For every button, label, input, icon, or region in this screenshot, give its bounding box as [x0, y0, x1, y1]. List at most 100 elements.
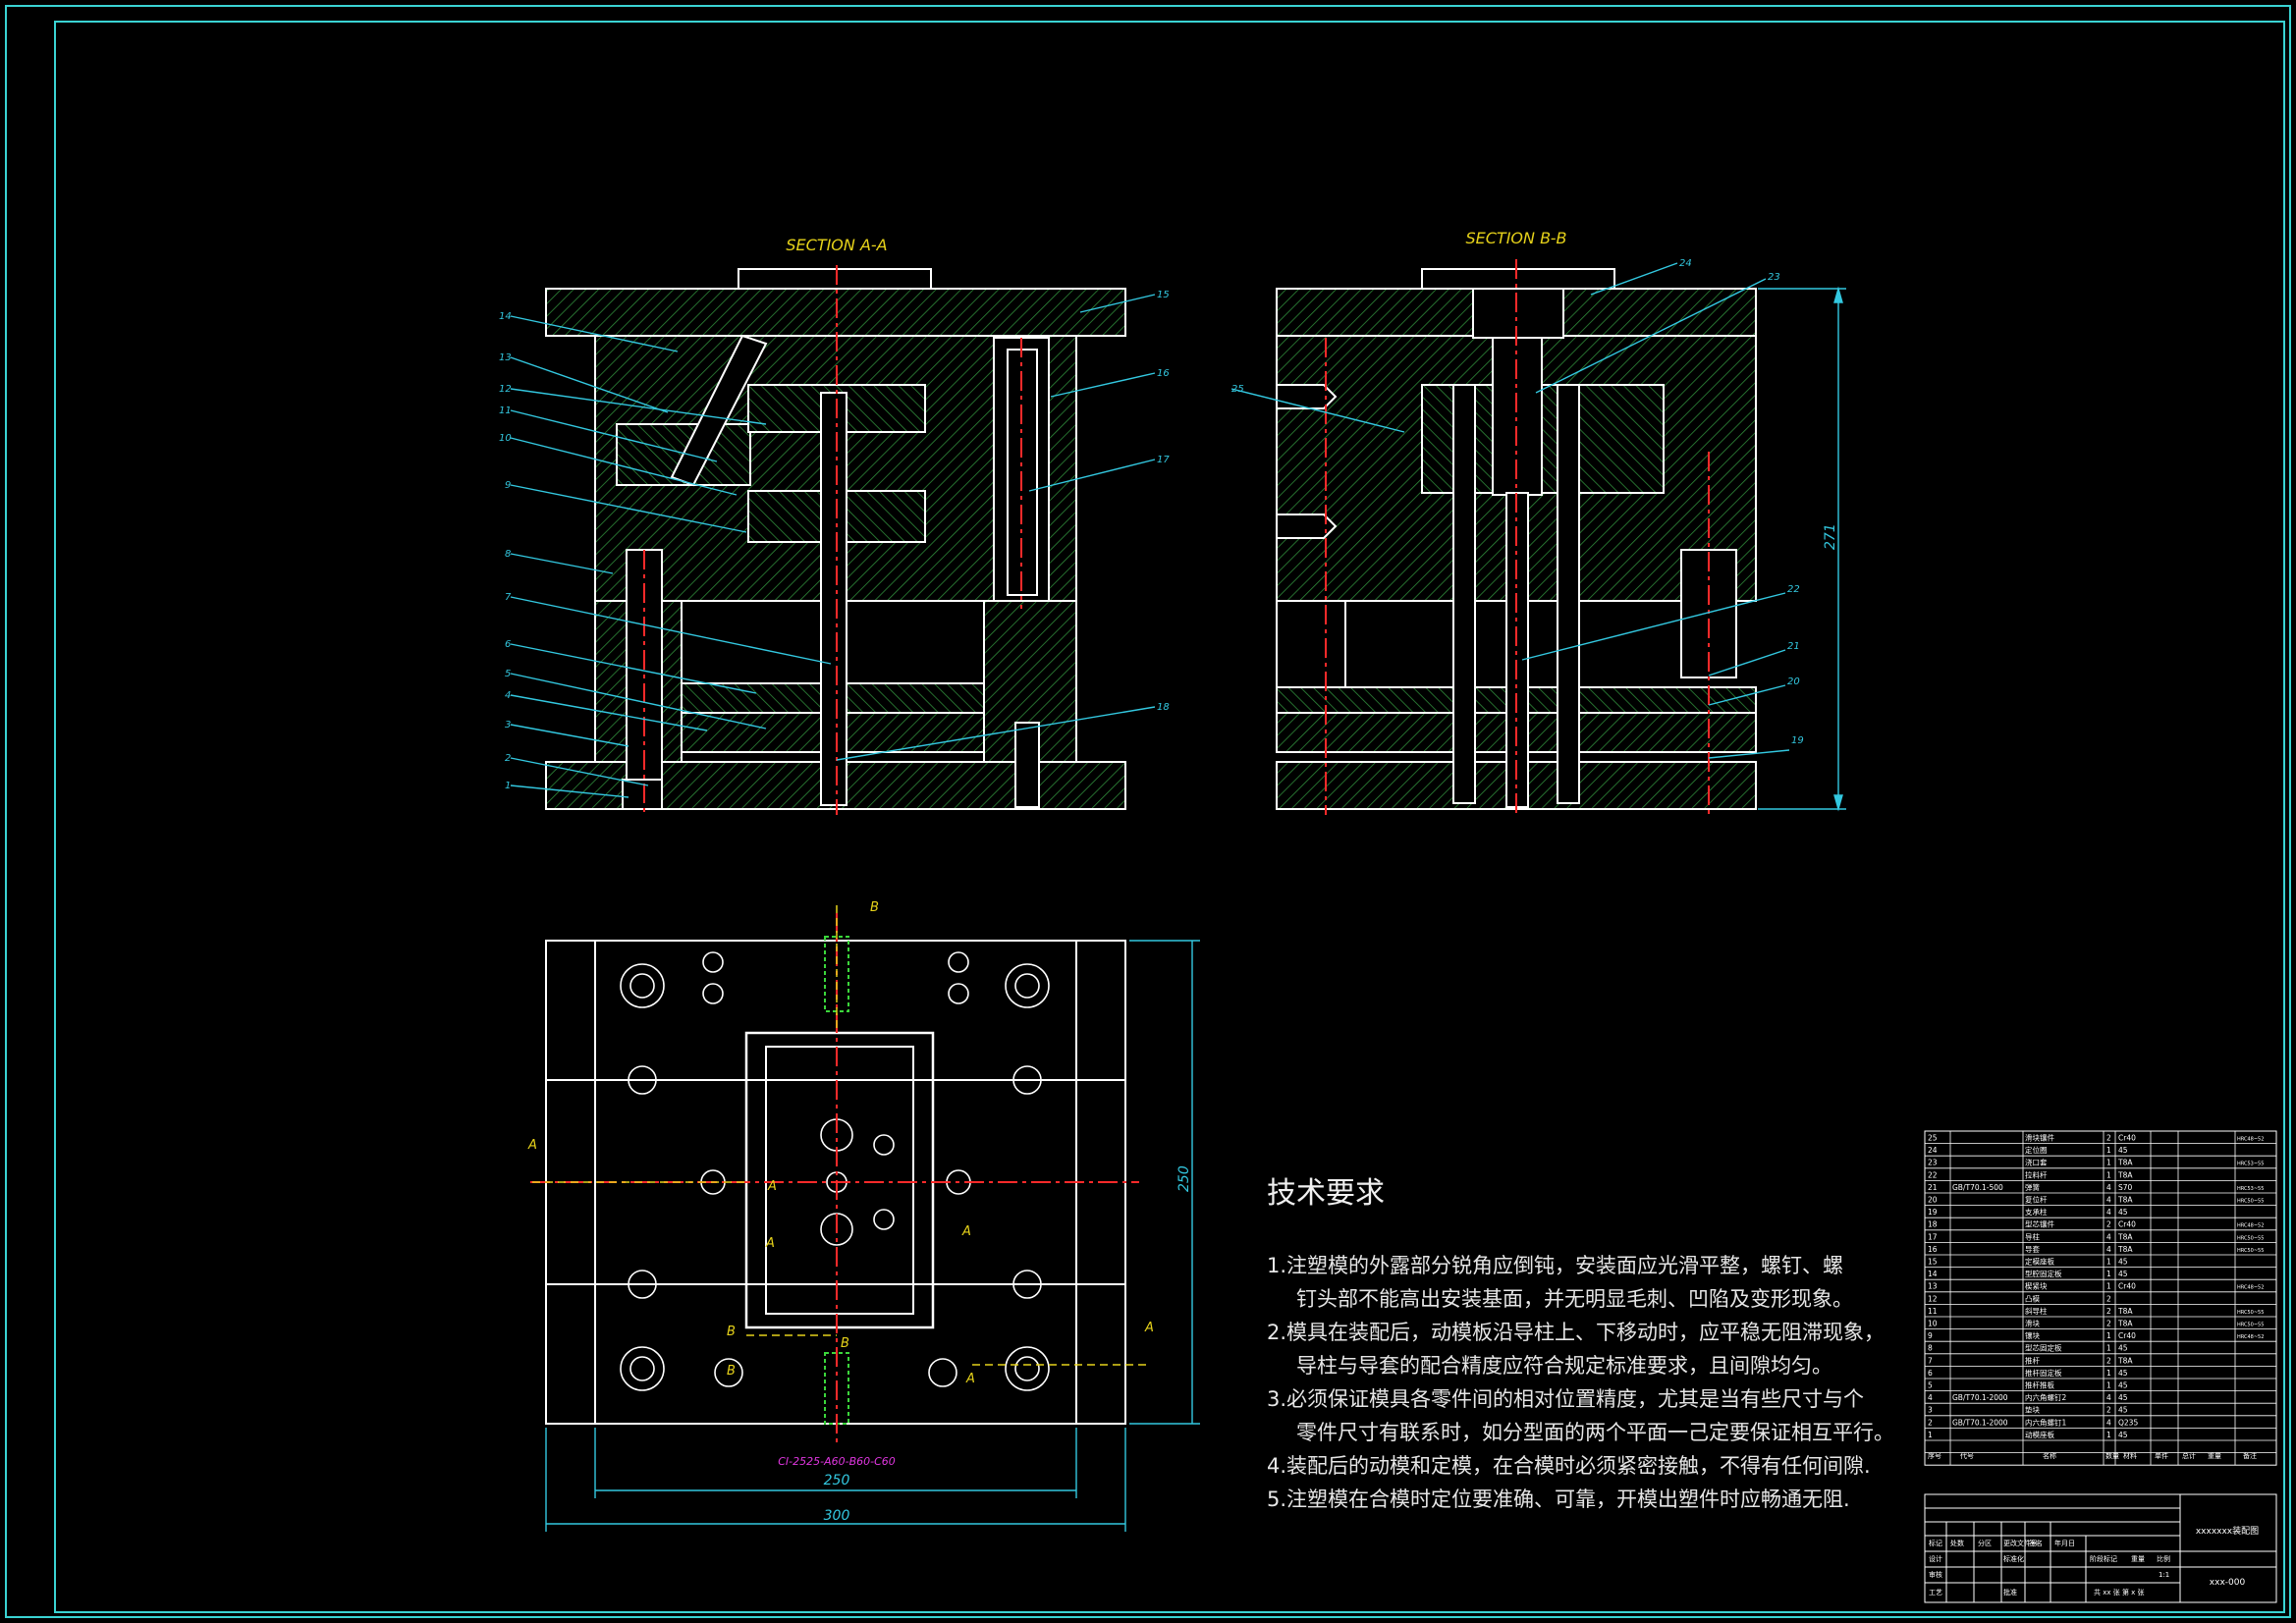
tb-change-doc: 更改文件号	[2003, 1539, 2038, 1547]
tb-count: 处数	[1950, 1539, 1964, 1547]
tb-zone: 分区	[1978, 1539, 1992, 1547]
bom-cell-mat: T8A	[2117, 1320, 2133, 1328]
tb-ratio: 比例	[2157, 1554, 2170, 1563]
section-mark: A	[961, 1224, 971, 1239]
tech-item: 1.注塑模的外露部分锐角应倒钝，安装面应光滑平整，螺钉、螺	[1267, 1254, 1844, 1277]
dimension-height: 271	[1758, 286, 1846, 812]
callout-label: 6	[505, 639, 511, 650]
bom-header-single: 单件	[2155, 1451, 2168, 1460]
guide-pin-b-right	[1557, 384, 1580, 804]
bom-cell-no: 18	[1928, 1220, 1938, 1229]
callout-label: 12	[499, 384, 512, 395]
bom-cell-mat: Cr40	[2118, 1282, 2136, 1291]
bom-cell-name: 滑块镶件	[2025, 1133, 2054, 1143]
bom-cell-note: HRC48~52	[2237, 1285, 2264, 1291]
callout-label: 2	[505, 753, 511, 764]
callout-label: 3	[505, 720, 511, 730]
tech-item: 3.必须保证模具各零件间的相对位置精度，尤其是当有些尺寸与个	[1267, 1387, 1865, 1411]
callout-label: 7	[505, 592, 512, 603]
support-pillar	[1014, 722, 1040, 808]
bom-cell-no: 4	[1928, 1393, 1933, 1402]
plan-marks: A A A A A A B B B B CI-2525-A60-B60-C60	[527, 900, 1154, 1468]
tech-title: 技术要求	[1267, 1176, 1385, 1211]
bom-cell-no: 2	[1928, 1418, 1933, 1427]
bom-cell-mat: Cr40	[2118, 1134, 2136, 1143]
bom-cell-name: 拉料杆	[2025, 1169, 2048, 1179]
bom-cell-name: 型芯固定板	[2025, 1343, 2062, 1353]
bom-cell-mat: 45	[2118, 1270, 2128, 1278]
bom-cell-qty: 1	[2106, 1344, 2111, 1353]
bom-cell-no: 15	[1928, 1258, 1938, 1267]
bom-cell-qty: 1	[2106, 1369, 2111, 1378]
dim-271: 271	[1823, 523, 1838, 550]
bom-cell-qty: 4	[2106, 1393, 2111, 1402]
bom-cell-name: 浇口套	[2025, 1158, 2048, 1167]
bom-cell-no: 6	[1928, 1369, 1933, 1378]
bom-cell-qty: 2	[2106, 1307, 2111, 1316]
bom-cell-qty: 1	[2106, 1159, 2111, 1167]
tech-item: 5.注塑模在合模时定位要准确、可靠，开模出塑件时应畅通无阻.	[1267, 1488, 1850, 1511]
bom-cell-no: 24	[1928, 1146, 1938, 1155]
bom-cell-name: 导套	[2025, 1244, 2041, 1254]
tb-review: 审核	[1929, 1570, 1942, 1579]
section-mark: A	[1144, 1321, 1154, 1335]
bom-cell-name: 推杆推板	[2025, 1380, 2054, 1390]
tb-design: 设计	[1929, 1554, 1942, 1563]
bom-cell-qty: 4	[2106, 1196, 2111, 1205]
tb-stage-mark: 阶段标记	[2090, 1554, 2117, 1563]
tb-date: 年月日	[2054, 1539, 2075, 1547]
callouts-a: 1 2 3 4 5 6 7 8 9 10 11 12 13 14 15 16 1…	[499, 290, 1170, 798]
plan-view	[530, 905, 1149, 1443]
locating-ring-b	[1421, 268, 1615, 290]
cavity-inner	[765, 1046, 914, 1315]
bom-cell-note: HRC50~55	[2237, 1248, 2264, 1254]
bom-cell-name: 复位杆	[2025, 1195, 2048, 1205]
plan-dimensions: 250 250 300	[545, 940, 1200, 1532]
bom-cell-name: 斜导柱	[2025, 1306, 2048, 1316]
bom-cell-no: 10	[1928, 1320, 1938, 1328]
section-mark: A	[767, 1179, 777, 1194]
bom-cell-name: 垫块	[2025, 1405, 2041, 1415]
bom-cell-std: GB/T70.1-500	[1952, 1183, 2003, 1192]
callout-label: 20	[1787, 676, 1800, 687]
section-mark: A	[765, 1236, 775, 1251]
bom-cell-note: HRC50~55	[2237, 1199, 2264, 1205]
bom-cell-no: 16	[1928, 1245, 1938, 1254]
bom-cell-no: 8	[1928, 1344, 1933, 1353]
bom-cell-no: 1	[1928, 1431, 1933, 1439]
callout-label: 11	[499, 406, 512, 416]
callout-label: 8	[505, 549, 511, 560]
section-mark: B	[727, 1364, 736, 1379]
callout-label: 10	[499, 433, 512, 444]
dim-250-bottom: 250	[824, 1473, 850, 1488]
bom-cell-qty: 1	[2106, 1431, 2111, 1439]
tb-drawing-name: xxxxxxx装配图	[2196, 1525, 2259, 1537]
bom-header-std: 代号	[1960, 1451, 1974, 1460]
section-b-title: SECTION B-B	[1465, 229, 1566, 247]
locating-ring	[738, 268, 932, 290]
bom-cell-qty: 1	[2106, 1282, 2111, 1291]
bom-cell-no: 19	[1928, 1208, 1938, 1217]
cavity-insert	[744, 1031, 935, 1329]
bom-cell-name: 弹簧	[2025, 1182, 2041, 1192]
bom-cell-qty: 2	[2106, 1320, 2111, 1328]
bom-cell-mat: Cr40	[2118, 1331, 2136, 1340]
bom-cell-qty: 4	[2106, 1183, 2111, 1192]
bom-cell-mat: Q235	[2118, 1418, 2138, 1427]
bom-cell-mat: T8A	[2117, 1356, 2133, 1365]
tb-scale: 1:1	[2159, 1571, 2169, 1579]
bom-cell-no: 9	[1928, 1331, 1933, 1340]
bom-cell-name: 导柱	[2025, 1231, 2041, 1241]
bom-header-weight: 重量	[2208, 1452, 2221, 1460]
bom-cell-mat: 45	[2118, 1369, 2128, 1378]
bom-cell-mat: 45	[2118, 1431, 2128, 1439]
bom-cell-note: HRC53~55	[2237, 1162, 2264, 1167]
tb-drawing-no: xxx-000	[2210, 1578, 2246, 1588]
bom-cell-no: 3	[1928, 1406, 1933, 1415]
title-block: 标记 处数 分区 更改文件号 签名 年月日 设计 标准化 阶段标记 重量 比例 …	[1924, 1493, 2277, 1603]
bom-cell-name: 凸模	[2025, 1293, 2041, 1303]
bom-cell-name: 内六角螺钉2	[2025, 1392, 2066, 1402]
bom-cell-no: 20	[1928, 1196, 1938, 1205]
bom-cell-name: 推杆	[2025, 1355, 2041, 1365]
